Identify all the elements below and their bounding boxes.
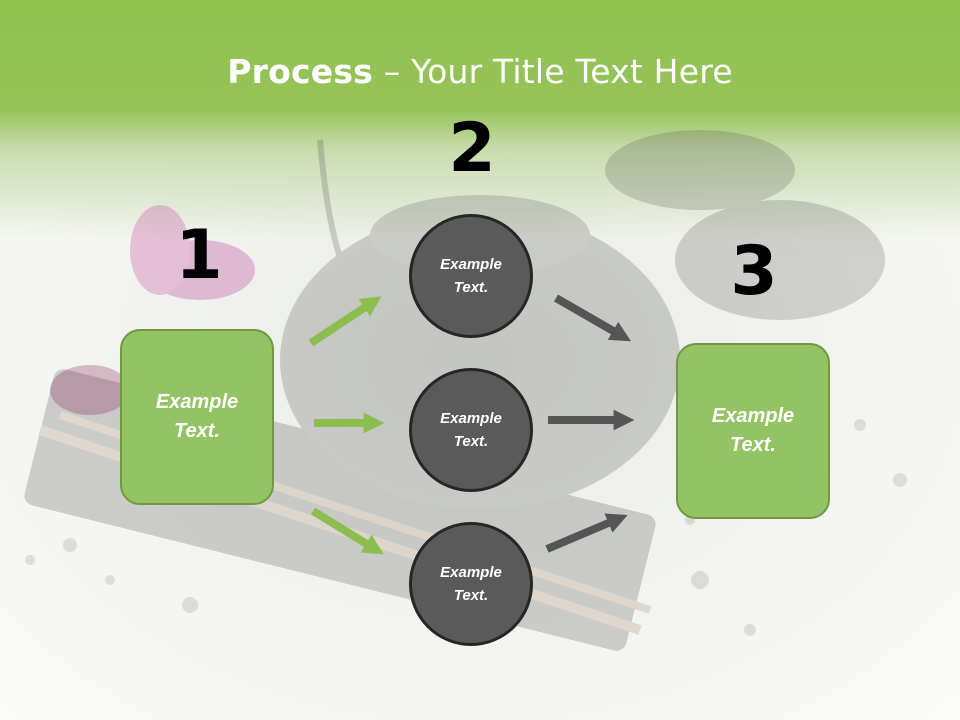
slide-title: Process – Your Title Text Here <box>0 52 960 91</box>
step-3-box: Example Text. <box>676 343 830 519</box>
step-1-box: Example Text. <box>120 329 274 505</box>
gray-arrow-down <box>554 294 632 342</box>
step-number-2: 2 <box>448 109 496 188</box>
step-number-1: 1 <box>175 216 223 295</box>
title-bold: Process <box>227 52 374 91</box>
circle-bottom-text: Example Text. <box>440 564 502 604</box>
step-2-circle-top: Example Text. <box>409 214 533 338</box>
step-2-circle-bottom: Example Text. <box>409 522 533 646</box>
circle-middle-text: Example Text. <box>440 410 502 450</box>
green-arrow-down <box>310 507 384 555</box>
step-number-3: 3 <box>730 232 778 311</box>
green-arrow-up <box>308 296 382 347</box>
step-2-circle-middle: Example Text. <box>409 368 533 492</box>
title-rest: – Your Title Text Here <box>373 52 733 91</box>
step-3-text: Example Text. <box>711 405 795 456</box>
gray-arrow-up <box>545 513 628 553</box>
step-1-text: Example Text. <box>155 391 239 442</box>
circle-top-text: Example Text. <box>440 256 502 296</box>
